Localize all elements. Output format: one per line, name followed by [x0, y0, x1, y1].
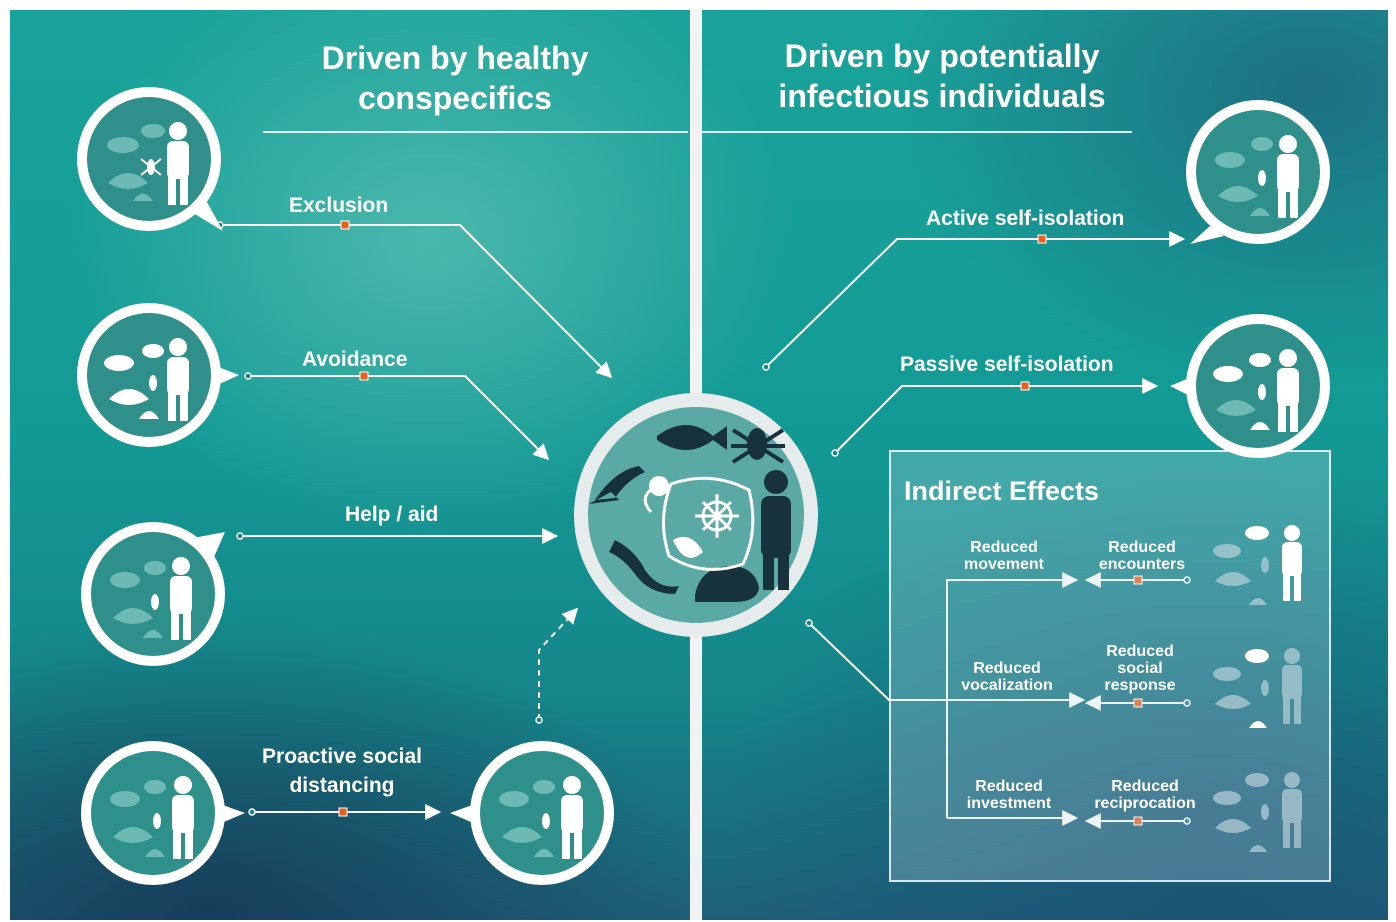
reduced-investment-label: Reduced investment: [966, 778, 1052, 812]
avoidance-label: Avoidance: [302, 348, 408, 371]
exclusion-line: [220, 224, 613, 379]
bubble-proactive-right: [450, 741, 614, 885]
passive-line: [834, 378, 1159, 454]
active-line: [765, 231, 1186, 368]
left-heading-rule: [263, 131, 688, 133]
human-icon: [764, 470, 788, 494]
indirect-creatures-2: [1213, 648, 1302, 728]
reduced-social-response-label: Reduced social response: [1104, 643, 1176, 694]
left-heading: Driven by healthy conspecifics: [321, 40, 589, 116]
bubble-active-isolation: [1186, 100, 1330, 244]
proactive-dashed-line: [538, 607, 579, 720]
diagram-canvas: Driven by healthy conspecifics Driven by…: [10, 10, 1388, 920]
parasite-icon: [673, 536, 703, 558]
bubble-proactive-left: [81, 741, 245, 885]
bubble-passive-isolation: [1170, 314, 1330, 458]
microbe-outline: [661, 476, 755, 571]
help-aid-label: Help / aid: [345, 503, 439, 526]
bubble-exclusion: [77, 87, 223, 231]
reduced-encounters-label: Reduced encounters: [1098, 539, 1186, 573]
passive-isolation-label: Passive self-isolation: [900, 353, 1114, 376]
reduced-vocalization-label: Reduced vocalization: [961, 660, 1053, 694]
central-host-circle: [574, 393, 818, 637]
right-heading: Driven by potentially infectious individ…: [778, 38, 1106, 114]
bubble-avoidance: [77, 303, 239, 447]
lizard-icon: [609, 540, 679, 594]
avoidance-line: [248, 375, 550, 461]
proactive-label: Proactive social distancing: [262, 745, 422, 797]
indirect-creatures-3: [1213, 772, 1302, 852]
exclusion-label: Exclusion: [289, 194, 389, 217]
reduced-reciprocation-label: Reduced reciprocation: [1094, 778, 1196, 812]
indirect-effects-title: Indirect Effects: [904, 476, 1100, 506]
bird-icon: [589, 466, 645, 504]
indirect-bracket-1: [946, 572, 1079, 818]
fish-icon: [657, 425, 727, 450]
mouse-icon: [695, 566, 759, 602]
bubble-help-aid: [81, 522, 225, 666]
indirect-effects-box: [889, 450, 1331, 882]
reduced-movement-label: Reduced movement: [963, 539, 1045, 573]
right-heading-rule: [702, 131, 1132, 133]
indirect-creatures-1: [1213, 525, 1302, 605]
active-isolation-label: Active self-isolation: [926, 207, 1125, 230]
